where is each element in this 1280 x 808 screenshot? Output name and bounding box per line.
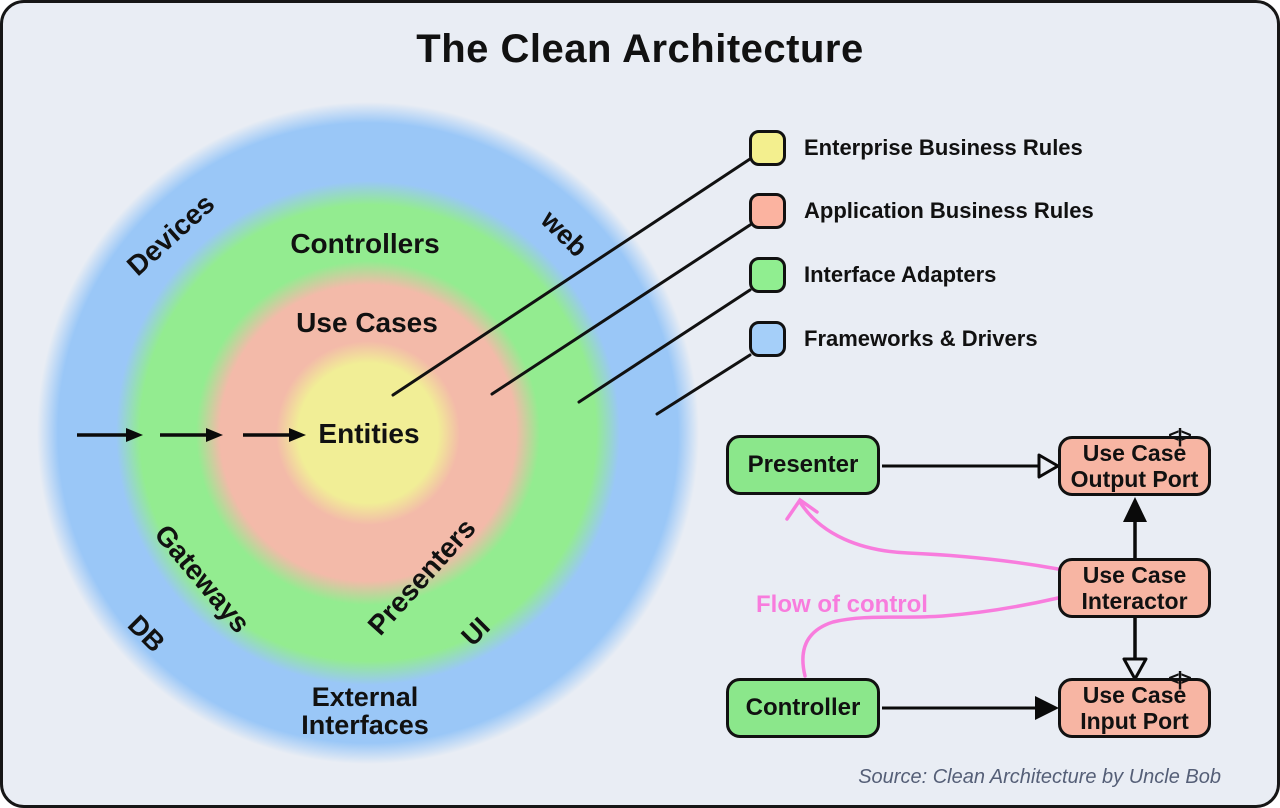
source-attribution: Source: Clean Architecture by Uncle Bob [858,766,1221,788]
legend-label: Frameworks & Drivers [804,326,1038,351]
flow-box-use-case-input-port: Use Case Input Port [1058,678,1211,738]
interface-marker-output-port: <|> [1168,426,1192,447]
legend-item-application: Application Business Rules [749,193,1094,229]
legend-item-frameworks: Frameworks & Drivers [749,321,1038,357]
open-arrowhead-right [1037,453,1060,479]
legend-item-enterprise: Enterprise Business Rules [749,130,1083,166]
solid-arrowhead-up [1123,497,1147,522]
legend-swatch-blue [749,321,786,357]
flow-of-control-label: Flow of control [756,591,928,618]
flow-box-label-line2: Input Port [1080,708,1189,734]
flow-box-label: Controller [745,694,861,721]
ring-label-use-cases: Use Cases [296,307,438,338]
ring-label-entities: Entities [318,418,420,449]
flow-box-presenter: Presenter [726,435,880,495]
flow-box-use-case-interactor: Use Case Interactor [1058,558,1211,618]
legend-swatch-salmon [749,193,786,229]
flow-box-label-line2: Interactor [1081,588,1188,614]
flow-box-label: Presenter [747,451,859,478]
flow-box-controller: Controller [726,678,880,738]
legend-swatch-green [749,257,786,293]
flow-box-label-line1: Use Case [1082,682,1187,708]
flow-box-use-case-output-port: Use Case Output Port [1058,436,1211,496]
legend-label: Enterprise Business Rules [804,135,1083,160]
flow-box-label-line1: Use Case [1082,440,1187,466]
legend-label: Interface Adapters [804,262,997,287]
legend-swatch-yellow [749,130,786,166]
flow-box-label-line2: Output Port [1070,466,1199,492]
interactor-to-presenter-curve [798,500,1060,571]
flow-of-control-curves [785,497,1060,678]
legend-item-interface: Interface Adapters [749,257,996,293]
ring-label-external-interfaces: External Interfaces [301,682,429,740]
open-arrowhead-down [1122,657,1148,681]
ring-label-controllers: Controllers [290,228,440,259]
interface-marker-input-port: <|> [1168,669,1192,690]
legend-label: Application Business Rules [804,198,1094,223]
page-title: The Clean Architecture [416,27,864,71]
solid-arrowhead-right [1035,696,1059,720]
pink-arrowhead [785,497,819,521]
flow-box-label-line1: Use Case [1082,562,1187,588]
